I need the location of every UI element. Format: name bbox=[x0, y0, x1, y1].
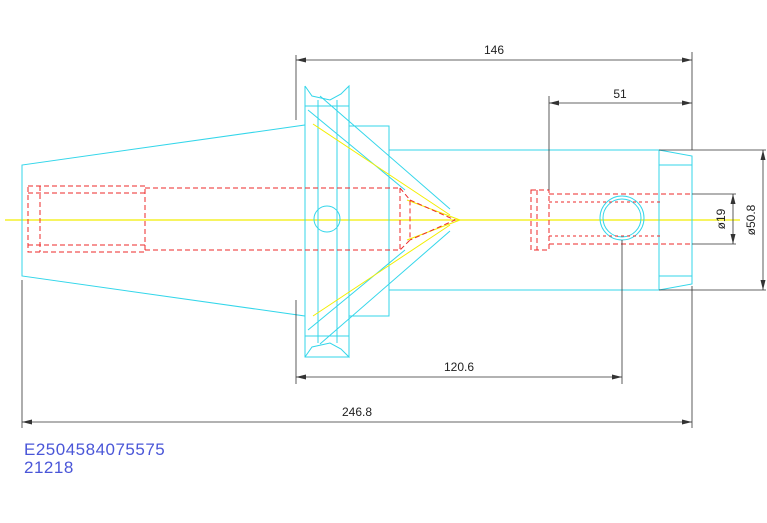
dim-bore-depth: 51 bbox=[613, 87, 627, 101]
part-code: E2504584075575 bbox=[24, 440, 166, 459]
bore-taper-hidden bbox=[399, 187, 411, 251]
cone-diagonal-bottom-a bbox=[307, 249, 406, 331]
cone-diagonal-top-b bbox=[319, 95, 451, 210]
dimension-lines bbox=[21, 52, 766, 428]
side-screw-hole-inner bbox=[602, 198, 642, 238]
dim-bore-diameter: ø19 bbox=[714, 208, 728, 229]
drive-slot bbox=[313, 205, 341, 233]
holder-outline bbox=[21, 84, 693, 359]
rear-bore-hidden bbox=[27, 185, 146, 253]
part-number: 21218 bbox=[24, 458, 74, 477]
flange-profile-top bbox=[304, 84, 350, 106]
dim-outer-diameter: ø50.8 bbox=[744, 204, 758, 235]
cone-diagonal-top-a bbox=[307, 109, 406, 191]
side-screw-hole-outer bbox=[599, 195, 645, 241]
dim-shank-length: 146 bbox=[484, 43, 504, 57]
end-cap bbox=[658, 149, 693, 291]
shank-body bbox=[388, 149, 660, 291]
front-bore-hidden bbox=[530, 189, 550, 251]
dim-gauge-to-hole: 120.6 bbox=[444, 360, 474, 374]
flange-profile-bottom bbox=[304, 336, 350, 359]
hidden-lines bbox=[27, 185, 692, 253]
cone-diagonal-bottom-b bbox=[319, 230, 451, 345]
dim-overall-length: 246.8 bbox=[342, 405, 372, 419]
collar bbox=[349, 125, 390, 317]
